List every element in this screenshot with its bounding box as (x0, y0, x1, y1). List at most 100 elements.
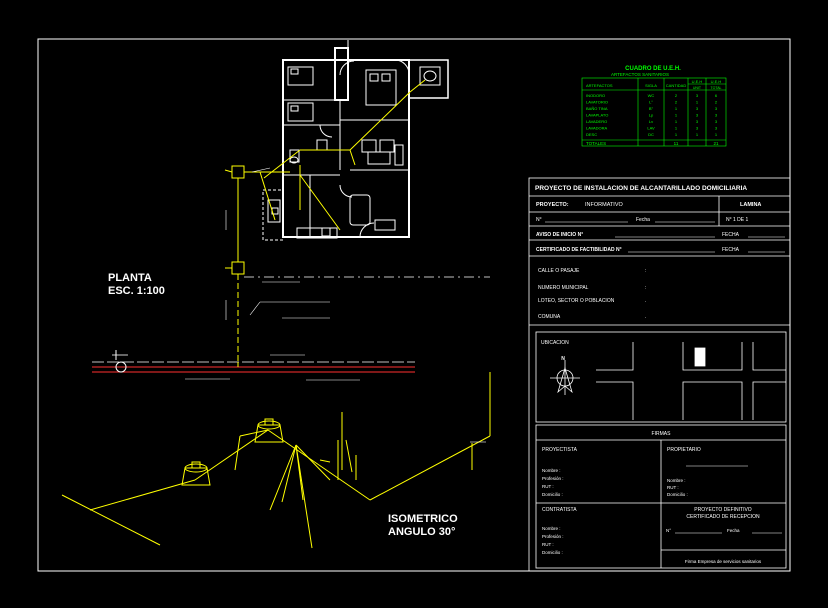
svg-text:.: . (645, 298, 646, 304)
fixtures-table: CUADRO DE U.E.H. ARTEFACTOS SANITARIOS A… (581, 66, 727, 147)
fixtures-header-cell: U.E.H (692, 79, 703, 84)
fixtures-header-cell: ARTEFACTOS (586, 83, 613, 88)
proyecto-definitivo-label: PROYECTO DEFINITIVO (694, 507, 752, 513)
propietario-label: PROPIETARIO (667, 447, 701, 453)
svg-text::: : (645, 285, 646, 291)
plan-title: PLANTA (108, 272, 152, 284)
plan-pipes (224, 79, 426, 365)
proyectista-profesion: Profesión : (542, 476, 564, 481)
fixtures-row-cell: 3 (696, 113, 699, 118)
certificado-label: CERTIFICADO DE FACTIBILIDAD N° (536, 247, 622, 253)
firma-empresa-label: Firma Empresa de servicios sanitarios (685, 559, 762, 564)
plan-scale: ESC. 1:100 (108, 285, 165, 297)
isometric-title: ISOMETRICO (388, 513, 458, 525)
contratista-profesion: Profesión : (542, 534, 564, 539)
fixtures-table-title: CUADRO DE U.E.H. (625, 66, 681, 72)
loteo-label: LOTEO, SECTOR O POBLACION (538, 298, 615, 304)
fixtures-row-cell: 3 (696, 93, 699, 98)
proyectista-domicilio: Domicilio : (542, 492, 563, 497)
fixtures-header-cell: U.E.H (711, 79, 722, 84)
fixtures-row-cell: LAVADERO (586, 119, 607, 124)
title-block (528, 177, 791, 572)
fixtures-row-cell: DC (648, 132, 654, 137)
propietario-nombre: Nombre : (667, 478, 686, 483)
fixtures-row-cell: 3 (715, 106, 718, 111)
fixtures-row-cell: INODORO (586, 93, 605, 98)
recepcion-fecha: Fecha (727, 528, 740, 533)
fixtures-row-cell: 1 (715, 132, 718, 137)
fixtures-row-cell: 1 (675, 119, 678, 124)
numero-label: N° (536, 217, 542, 223)
fixtures-row-cell: 1 (696, 100, 699, 105)
fixtures-row-cell: BAÑO TINA (586, 106, 608, 111)
recepcion-numero: N° (666, 528, 671, 533)
fixtures-header-cell: CANTIDAD (666, 83, 687, 88)
fixtures-row-cell: LAVAPLATO (586, 113, 608, 118)
street-collector (92, 350, 415, 381)
fixtures-row-cell: 3 (696, 106, 699, 111)
propietario-rut: RUT : (667, 485, 679, 490)
fixtures-row-cell: 1 (675, 113, 678, 118)
fixtures-subheader-cell: UNIT (693, 86, 702, 90)
contratista-domicilio: Domicilio : (542, 550, 563, 555)
fixtures-row-cell: 1 (675, 126, 678, 131)
fixtures-row-cell: LAVADORA (586, 126, 608, 131)
firmas-label: FIRMAS (652, 431, 672, 437)
propietario-domicilio: Domicilio : (667, 492, 688, 497)
sheet-number: N° 1 DE 1 (726, 217, 749, 223)
calle-label: CALLE O PASAJE (538, 268, 580, 274)
aviso-fecha: FECHA (722, 232, 740, 238)
svg-text::: : (645, 268, 646, 274)
fixtures-row-cell: 1 (675, 106, 678, 111)
plan-annotations (225, 167, 271, 320)
proyecto-value: INFORMATIVO (585, 202, 624, 208)
proyectista-nombre: Nombre : (542, 468, 561, 473)
contratista-label: CONTRATISTA (542, 507, 577, 513)
isometric-angle: ANGULO 30° (388, 526, 455, 538)
fixtures-row-cell: Lp (649, 113, 654, 118)
fixtures-subheader-cell: TOTAL (711, 86, 722, 90)
fixtures-row-cell: L° (649, 100, 653, 105)
aviso-label: AVISO DE INICIO N° (536, 232, 583, 238)
proyecto-label: PROYECTO: (536, 202, 569, 208)
fixtures-total-label: TOTALES (586, 141, 606, 146)
fixtures-row-cell: 3 (715, 119, 718, 124)
contratista-nombre: Nombre : (542, 526, 561, 531)
ubicacion-label: UBICACION (541, 340, 569, 346)
title-block-fill-lines (545, 221, 785, 534)
isometric-chamber-1 (181, 461, 211, 486)
fixtures-row-cell: LAV (647, 126, 655, 131)
contratista-rut: RUT : (542, 542, 554, 547)
title-block-texts: PROYECTO DE INSTALACION DE ALCANTARILLAD… (535, 185, 762, 564)
fixtures-row-cell: 2 (675, 100, 678, 105)
north-label: N (561, 356, 565, 362)
fixtures-row-cell: WC (648, 93, 655, 98)
isometric-view (61, 372, 491, 549)
fixtures-row-cell: 6 (715, 93, 718, 98)
fixtures-row-cell: 1 (696, 132, 699, 137)
fixtures-table-subtitle: ARTEFACTOS SANITARIOS (611, 72, 669, 77)
certificado-fecha: FECHA (722, 247, 740, 253)
comuna-label: COMUNA (538, 314, 561, 320)
leader-line (249, 301, 261, 316)
certificado-recepcion-label: CERTIFICADO DE RECEPCION (686, 514, 760, 520)
fixtures-row-cell: B° (649, 106, 654, 111)
svg-text:.: . (645, 314, 646, 320)
fixtures-row-cell: 3 (715, 126, 718, 131)
isometric-chamber-2 (254, 418, 284, 443)
numero-municipal-label: NUMERO MUNICIPAL (538, 285, 589, 291)
proyectista-rut: RUT : (542, 484, 554, 489)
lamina-label: LAMINA (740, 202, 761, 208)
fixtures-row-cell: 3 (715, 113, 718, 118)
fixtures-row-cell: 1 (675, 132, 678, 137)
fixtures-row-cell: DESC (586, 132, 597, 137)
fixtures-row-cell: 2 (675, 93, 678, 98)
fixtures-total-qty: 11 (674, 141, 679, 146)
fixtures-row-cell: LAVATORIO (586, 100, 608, 105)
fixtures-header-cell: SIGLA (645, 83, 657, 88)
fecha-label: Fecha (636, 217, 650, 223)
location-map (550, 342, 786, 420)
floor-plan (262, 40, 449, 241)
fixtures-row-cell: 2 (715, 100, 718, 105)
